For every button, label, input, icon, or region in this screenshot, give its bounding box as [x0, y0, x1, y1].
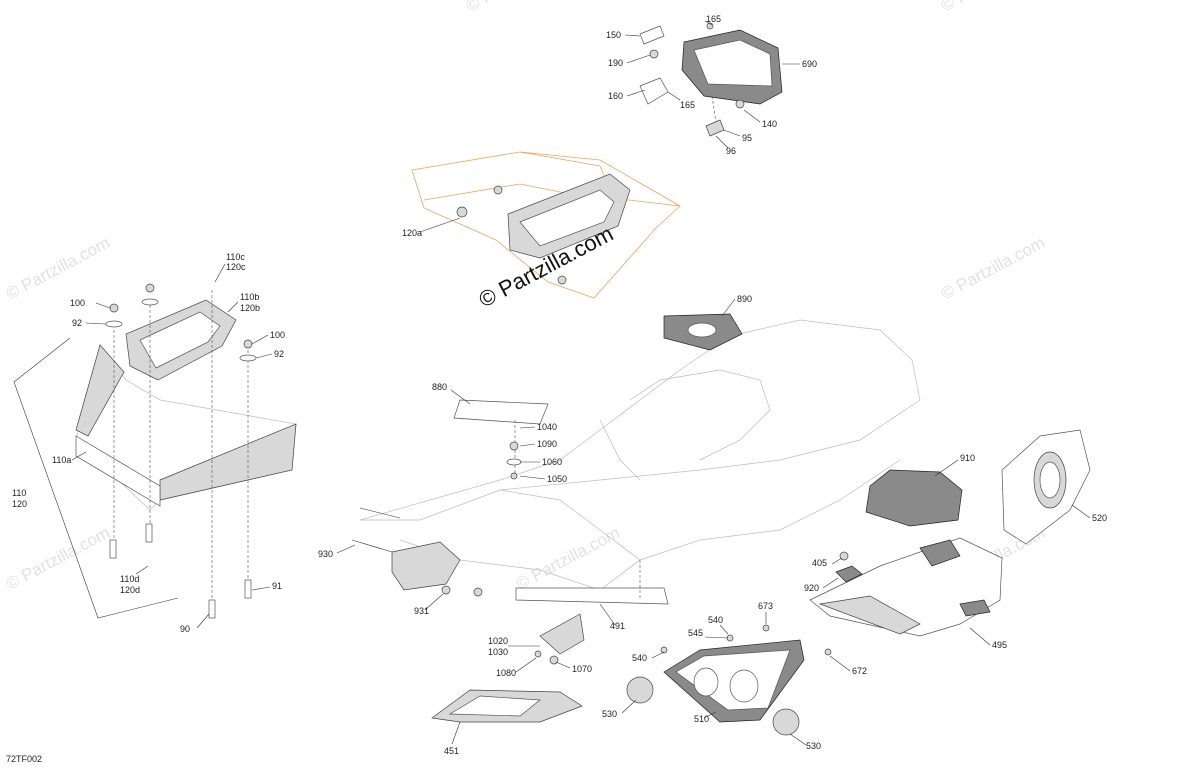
callout-673: 673 — [758, 601, 773, 611]
callout-890: 890 — [737, 294, 752, 304]
callout-100: 100 — [270, 330, 285, 340]
callout-1030: 1030 — [488, 647, 508, 657]
watermark: © Partzilla.com — [938, 0, 1048, 16]
callout-910: 910 — [960, 453, 975, 463]
callout-110c: 110c — [226, 252, 245, 262]
callout-451: 451 — [444, 746, 459, 756]
callout-100: 100 — [70, 298, 85, 308]
watermark: © Partzilla.com — [513, 523, 623, 594]
callout-120: 120 — [12, 499, 27, 509]
callout-530: 530 — [602, 709, 617, 719]
callout-150: 150 — [606, 30, 621, 40]
callout-1060: 1060 — [542, 457, 562, 467]
callout-110: 110 — [12, 488, 26, 498]
callout-110a: 110a — [52, 455, 71, 465]
callout-labels: 150 165 190 690 160 165 140 95 96 120a 1… — [6, 14, 1107, 764]
callout-540: 540 — [632, 653, 647, 663]
callout-165: 165 — [706, 14, 721, 24]
callout-1070: 1070 — [572, 664, 592, 674]
highlighted-footrest-assembly — [411, 151, 681, 299]
callout-495: 495 — [992, 640, 1007, 650]
callout-491: 491 — [610, 621, 625, 631]
callout-920: 920 — [804, 583, 819, 593]
callout-95: 95 — [742, 133, 752, 143]
callout-165: 165 — [680, 100, 695, 110]
callout-120b: 120b — [240, 303, 260, 313]
callout-120a: 120a — [402, 228, 422, 238]
callout-690: 690 — [802, 59, 817, 69]
callout-405: 405 — [812, 558, 827, 568]
callout-110d: 110d — [120, 574, 139, 584]
figure-code: 72TF002 — [6, 754, 42, 764]
callout-530: 530 — [806, 741, 821, 751]
callout-930: 930 — [318, 549, 333, 559]
watermark: © Partzilla.com — [938, 233, 1048, 304]
callout-1050: 1050 — [547, 474, 567, 484]
callout-120d: 120d — [120, 585, 140, 595]
watermark: © Partzilla.com — [3, 523, 113, 594]
callout-96: 96 — [726, 146, 736, 156]
callout-92: 92 — [274, 349, 284, 359]
callout-92: 92 — [72, 318, 82, 328]
callout-510: 510 — [694, 714, 709, 724]
callout-1090: 1090 — [537, 439, 557, 449]
callout-520: 520 — [1092, 513, 1107, 523]
callout-672: 672 — [852, 666, 867, 676]
right-assemblies — [431, 429, 1091, 736]
top-bracket-assembly — [639, 22, 783, 137]
callout-931: 931 — [414, 606, 429, 616]
callout-120c: 120c — [226, 262, 246, 272]
callout-880: 880 — [432, 382, 447, 392]
leader-lines — [71, 20, 1091, 746]
callout-160: 160 — [608, 91, 623, 101]
main-body-panel — [351, 313, 921, 605]
callout-91: 91 — [272, 581, 282, 591]
callout-545: 545 — [688, 628, 703, 638]
callout-190: 190 — [608, 58, 623, 68]
callout-1040: 1040 — [537, 422, 557, 432]
callout-90: 90 — [180, 624, 190, 634]
callout-1080: 1080 — [496, 668, 516, 678]
callout-1020: 1020 — [488, 636, 508, 646]
left-footrest-assembly — [13, 283, 297, 619]
watermark: © Partzilla.com — [3, 233, 113, 304]
callout-140: 140 — [762, 119, 777, 129]
callout-110b: 110b — [240, 292, 259, 302]
callout-540: 540 — [708, 615, 723, 625]
watermark: © Partzilla.com — [463, 0, 573, 16]
